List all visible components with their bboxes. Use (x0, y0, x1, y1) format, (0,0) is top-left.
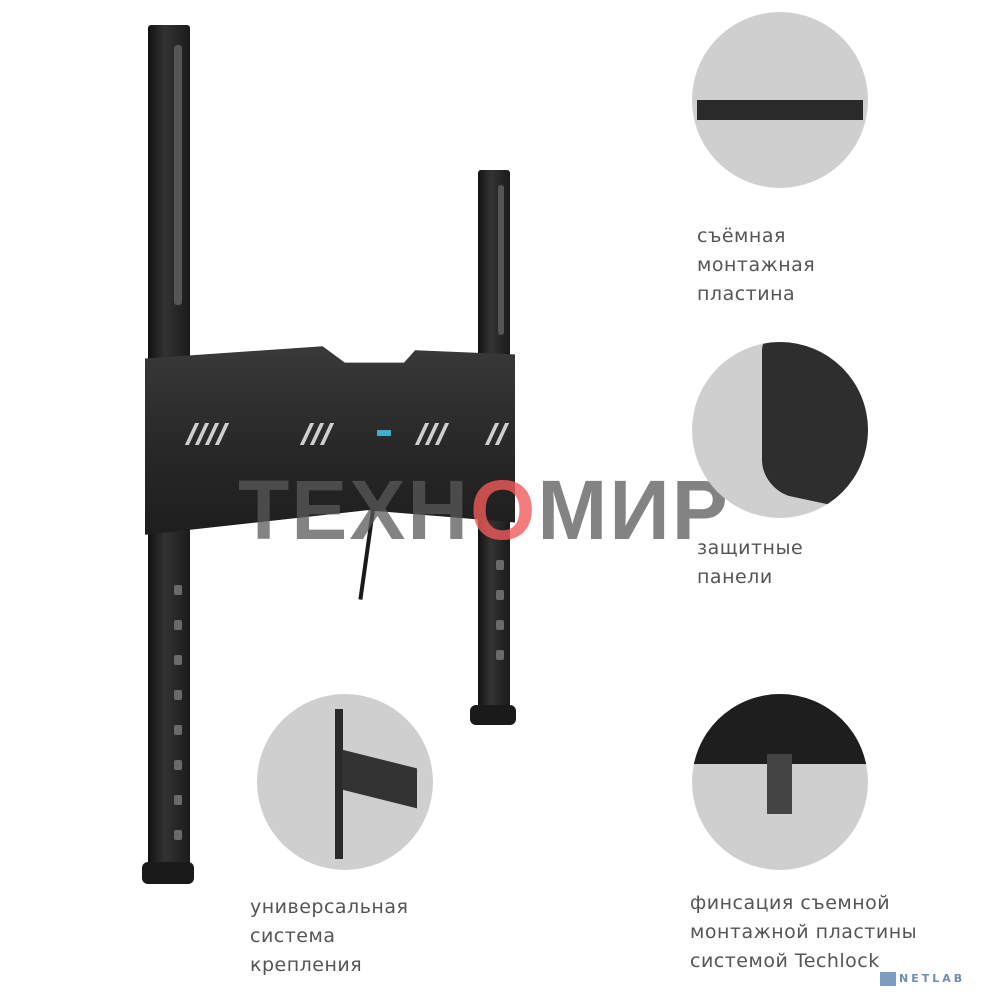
label-techlock: финсация съемной монтажной пластины сист… (690, 892, 918, 972)
detail-circle-plate (692, 12, 868, 188)
right-rail-foot (470, 705, 516, 725)
detail-circle-panels (692, 342, 868, 518)
detail-circle-universal (257, 694, 433, 870)
label-protective-panels: защитные панели (697, 537, 804, 588)
netlab-logo: NETLAB (880, 972, 965, 986)
mounting-plate (145, 346, 515, 535)
watermark: ТЕХНОМИР (238, 463, 730, 557)
label-universal-system: универсальная система крепления (250, 896, 409, 976)
label-removable-plate: съёмная монтажная пластина (697, 225, 816, 305)
detail-circle-techlock (692, 694, 868, 870)
left-rail-foot (142, 862, 194, 884)
